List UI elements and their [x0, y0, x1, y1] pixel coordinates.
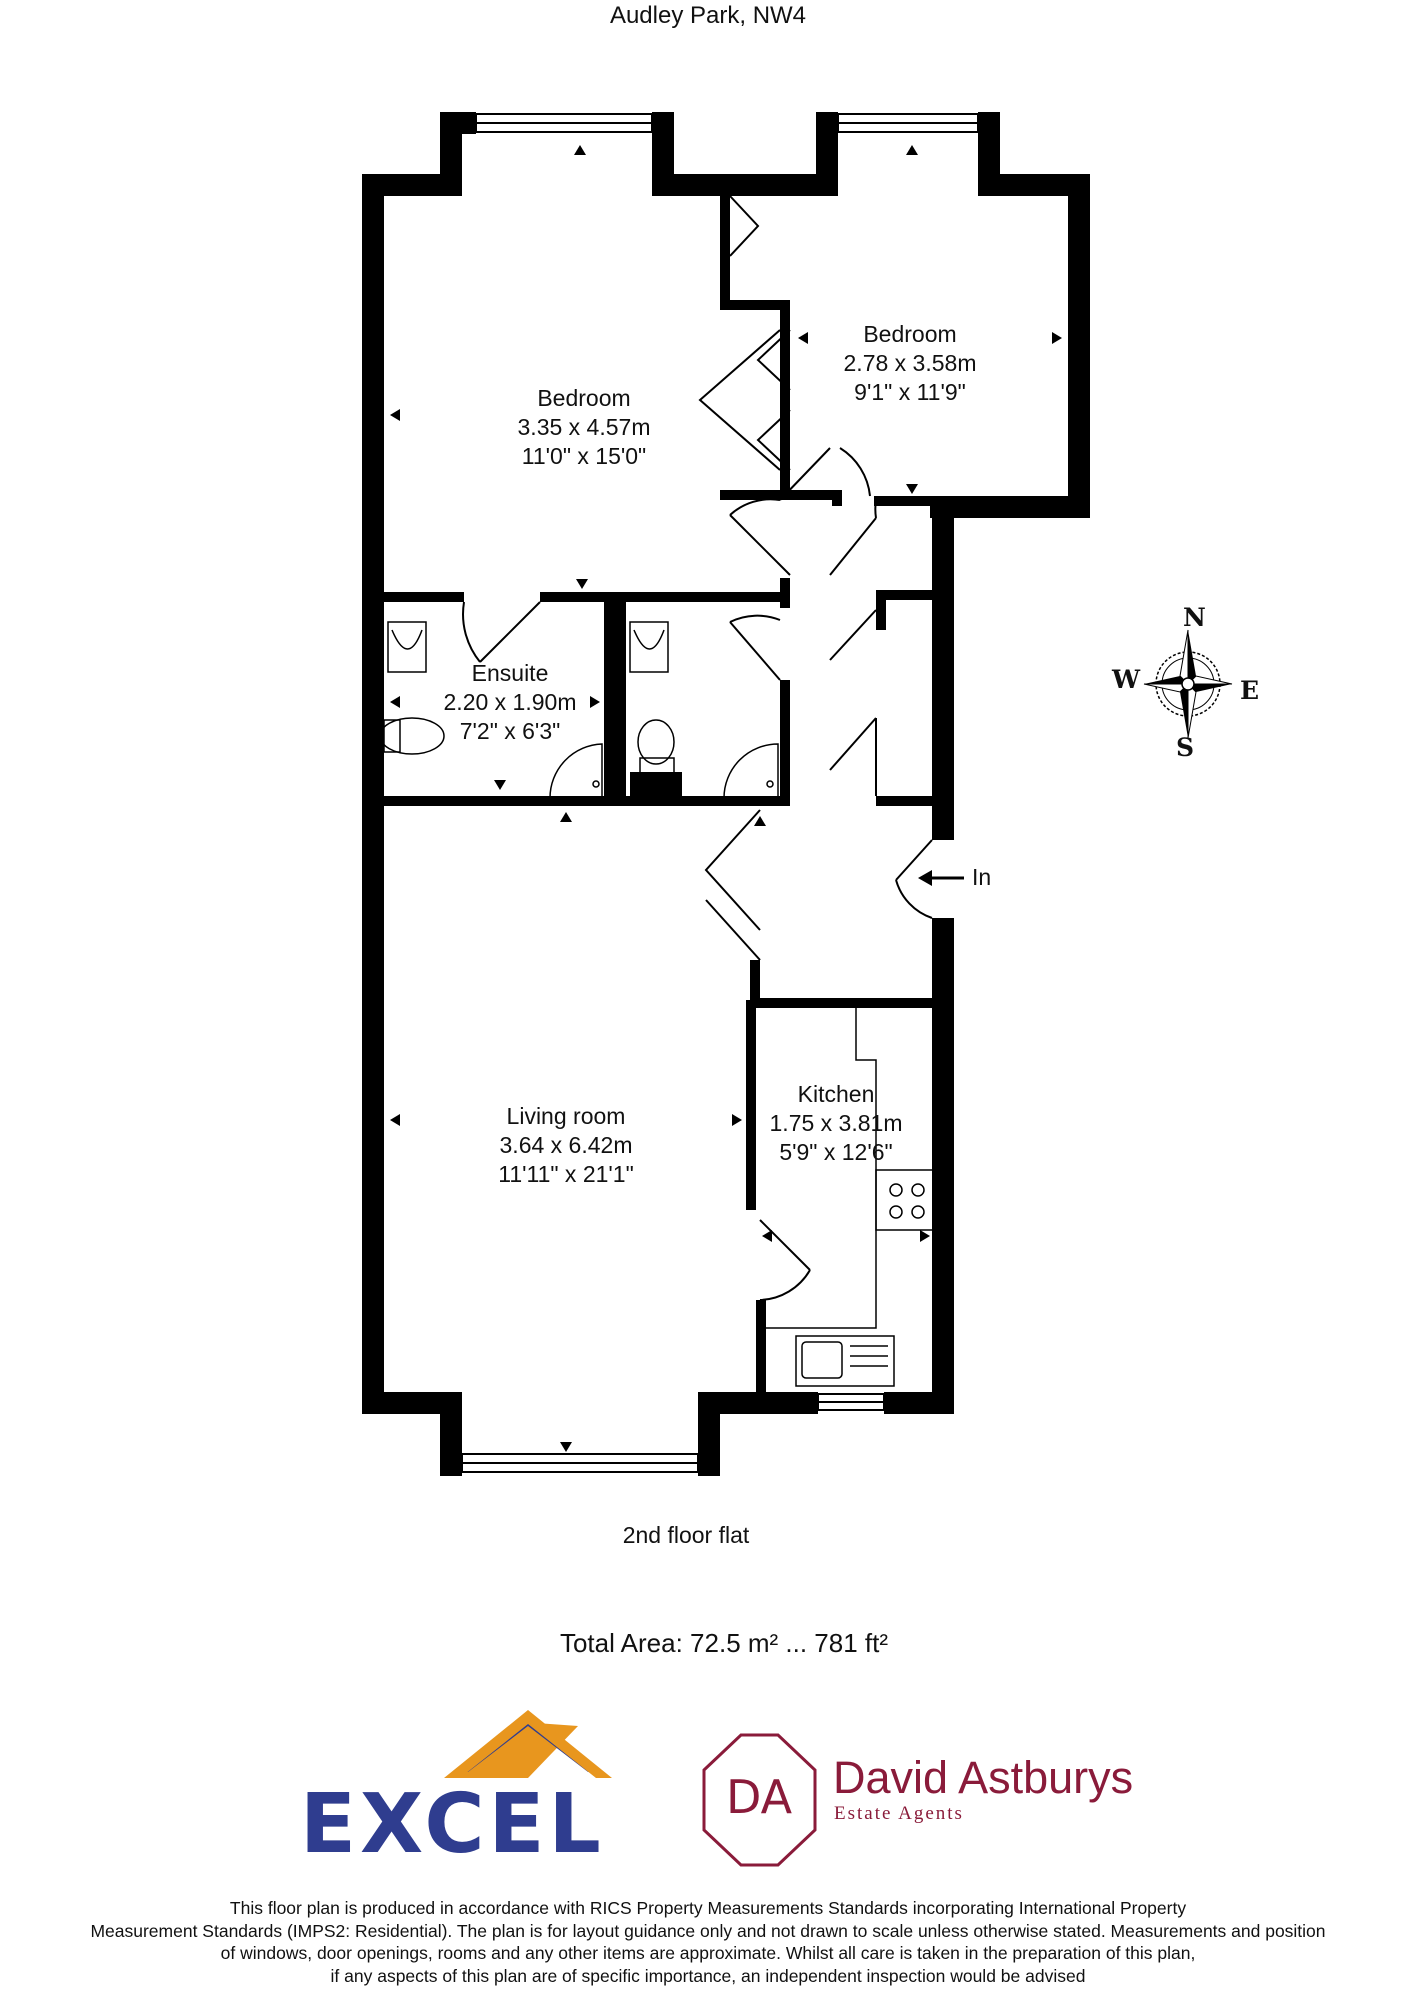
room-metric: 2.78 x 3.58m: [843, 350, 977, 376]
room-name: Bedroom: [863, 321, 957, 347]
room-kitchen: Kitchen 1.75 x 3.81m 5'9" x 12'6": [726, 1080, 946, 1167]
room-living-room: Living room 3.64 x 6.42m 11'11" x 21'1": [456, 1102, 676, 1189]
room-imperial: 7'2" x 6'3": [459, 718, 561, 744]
david-astburys-tagline: Estate Agents: [834, 1803, 964, 1824]
floor-label: 2nd floor flat: [622, 1522, 750, 1548]
disclaimer-line: if any aspects of this plan are of speci…: [330, 1965, 1086, 1986]
dimension-markers: [390, 145, 1062, 1452]
disclaimer-line: Measurement Standards (IMPS2: Residentia…: [90, 1920, 1326, 1941]
room-metric: 1.75 x 3.81m: [769, 1110, 903, 1136]
entrance-label: In: [972, 864, 992, 890]
excel-logo: EXCEL: [300, 1710, 612, 1872]
david-astburys-logo: DA David Astburys Estate Agents: [702, 1733, 1133, 1867]
disclaimer-line: This floor plan is produced in accordanc…: [229, 1898, 1187, 1918]
total-area: Total Area: 72.5 m² ... 781 ft²: [559, 1628, 889, 1658]
room-metric: 3.64 x 6.42m: [499, 1132, 633, 1158]
room-name: Kitchen: [797, 1081, 875, 1107]
room-imperial: 11'11" x 21'1": [498, 1161, 634, 1187]
compass-icon: [1143, 629, 1233, 739]
david-astburys-name: David Astburys: [833, 1752, 1133, 1803]
room-bedroom-2: Bedroom 2.78 x 3.58m 9'1" x 11'9": [800, 320, 1020, 407]
walls: [362, 112, 1090, 1476]
entrance-arrow: [918, 870, 964, 886]
disclaimer: This floor plan is produced in accordanc…: [0, 1897, 1416, 1987]
compass-north-label: N: [1183, 603, 1206, 632]
room-imperial: 11'0" x 15'0": [521, 443, 647, 469]
room-imperial: 9'1" x 11'9": [854, 379, 966, 405]
doors: [462, 195, 933, 1301]
plan-title: Audley Park, NW4: [609, 2, 807, 29]
compass-east-label: E: [1240, 676, 1260, 705]
windows: [461, 113, 979, 1473]
room-metric: 3.35 x 4.57m: [517, 414, 651, 440]
compass-west-label: W: [1112, 665, 1141, 694]
room-bedroom-1: Bedroom 3.35 x 4.57m 11'0" x 15'0": [474, 384, 694, 471]
bathroom-fixtures: [379, 621, 779, 799]
da-monogram: DA: [726, 1770, 793, 1824]
kitchen-units: [766, 1008, 937, 1387]
compass-south-label: S: [1176, 733, 1195, 762]
room-ensuite: Ensuite 2.20 x 1.90m 7'2" x 6'3": [400, 659, 620, 746]
excel-logo-text: EXCEL: [300, 1777, 605, 1872]
room-name: Living room: [506, 1103, 626, 1129]
room-name: Bedroom: [537, 385, 631, 411]
disclaimer-line: of windows, door openings, rooms and any…: [220, 1943, 1196, 1963]
room-name: Ensuite: [471, 660, 549, 686]
floor-plan: [362, 112, 1233, 1476]
room-metric: 2.20 x 1.90m: [443, 689, 577, 715]
room-imperial: 5'9" x 12'6": [779, 1139, 893, 1165]
